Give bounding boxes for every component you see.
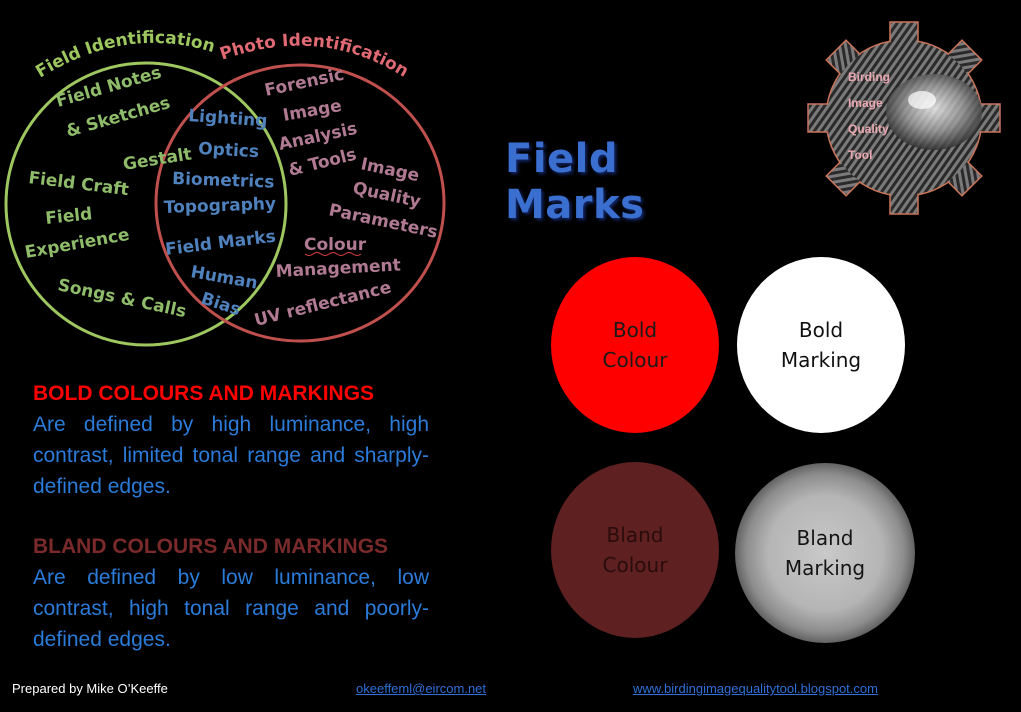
bold-body: Are defined by high luminance, high cont… [33, 413, 429, 498]
logo-text: Quality [848, 122, 889, 136]
bland-body: Are defined by low luminance, low contra… [33, 566, 429, 651]
venn-overlap-item: Lighting [188, 106, 268, 131]
logo-text: Tool [848, 148, 873, 162]
venn-left-item: Experience [23, 225, 131, 263]
venn-right-item: Image [281, 96, 343, 126]
bland-marking-swatch: Bland Marking [735, 463, 915, 643]
venn-overlap-item: Topography [163, 194, 276, 218]
logo-text: Birding [848, 70, 890, 84]
photo-identification-circle [154, 63, 446, 343]
swatch-label: Colour [602, 553, 668, 577]
logo: Birding Image Quality Tool [806, 20, 1002, 221]
gear-icon [807, 21, 1001, 215]
bland-description: BLAND COLOURS AND MARKINGS Are defined b… [33, 531, 429, 655]
venn-overlap-item: Field Marks [164, 227, 277, 260]
swatch-label: Bland [796, 526, 854, 550]
venn-overlap-item: Bias [198, 289, 243, 320]
swatch-label: Marking [780, 348, 862, 372]
venn-diagram: Field Identification Photo Identificatio… [4, 28, 446, 347]
logo-text: Image [848, 96, 883, 110]
bland-heading: BLAND COLOURS AND MARKINGS [33, 535, 389, 558]
field-identification-circle [4, 61, 288, 347]
venn-left-item: Songs & Calls [56, 275, 188, 322]
email-link[interactable]: okeeffeml@eircom.net [356, 681, 487, 696]
page-title: Field Marks [505, 136, 645, 228]
venn-overlap-item: Biometrics [172, 169, 275, 193]
bold-description: BOLD COLOURS AND MARKINGS Are defined by… [33, 378, 429, 502]
venn-right-item: Forensic [263, 65, 346, 101]
swatch-label: Marking [784, 556, 866, 580]
venn-left-item: Field [44, 204, 93, 229]
bold-marking-swatch: Bold Marking [737, 257, 905, 433]
bold-colour-swatch: Bold Colour [551, 257, 719, 433]
credit-text: Prepared by Mike O’Keeffe [12, 681, 168, 696]
swatch-label: Colour [602, 348, 668, 372]
venn-overlap-item: Optics [198, 139, 260, 162]
venn-right-item: Colour [304, 235, 367, 255]
bland-colour-swatch: Bland Colour [551, 462, 719, 638]
venn-right-item: Management [275, 255, 401, 282]
venn-overlap-item: Human [189, 262, 259, 293]
bold-heading: BOLD COLOURS AND MARKINGS [33, 382, 375, 405]
spellcheck-underline [304, 252, 362, 256]
swatch-label: Bland [606, 523, 664, 547]
venn-left-item: Field Craft [27, 168, 129, 200]
swatch-label: Bold [798, 318, 844, 342]
website-link[interactable]: www.birdingimagequalitytool.blogspot.com [633, 681, 878, 696]
swatch-label: Bold [612, 318, 658, 342]
